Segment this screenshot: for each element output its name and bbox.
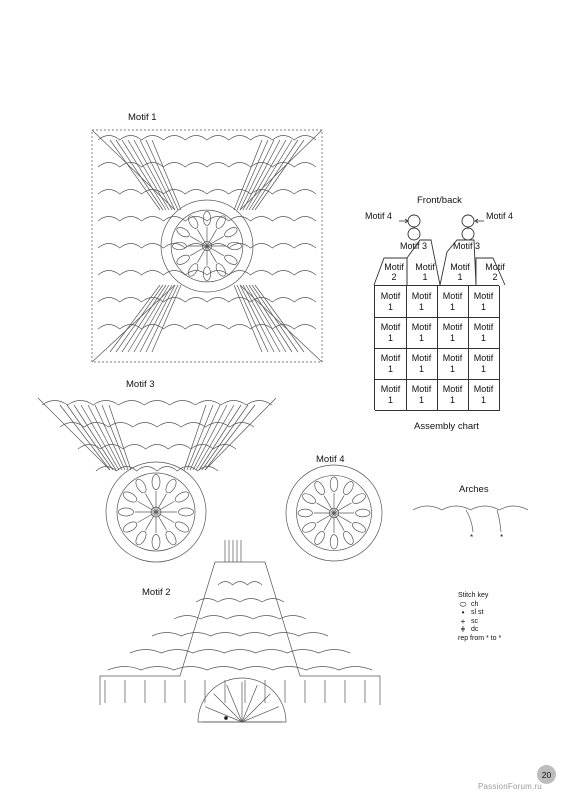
- arches-diagram: [412, 505, 529, 533]
- motif4-diagram: [285, 464, 383, 562]
- assembly-chart-caption: Assembly chart: [414, 421, 479, 432]
- arch-mark-right: *: [500, 533, 504, 542]
- watermark: PassionForum.ru: [478, 782, 542, 791]
- page-number: 20: [537, 765, 556, 784]
- arch-mark-left: *: [470, 533, 474, 542]
- arches-title: Arches: [459, 484, 489, 495]
- motif2-title: Motif 2: [142, 587, 171, 598]
- motif1-title: Motif 1: [128, 112, 157, 123]
- sc-icon: +: [460, 616, 466, 626]
- assembly-motif3-left: Motif 3: [400, 241, 428, 251]
- motif4-title: Motif 4: [316, 454, 345, 465]
- stitch-key-repeat: rep from * to *: [458, 634, 502, 642]
- motif2-diagram: [99, 540, 381, 723]
- assembly-motif3-right: Motif 3: [453, 241, 481, 251]
- assembly-motif4-right: Motif 4: [486, 211, 514, 221]
- sl-st-icon: •: [461, 608, 465, 618]
- dc-icon: ǂ: [460, 625, 466, 635]
- stitch-key-item: +sc: [458, 616, 501, 627]
- front-back-title: Front/back: [417, 195, 462, 206]
- ch-icon: ⬭: [459, 599, 467, 609]
- motif1-diagram: [91, 129, 323, 363]
- motif3-diagram: [37, 397, 277, 563]
- stitch-key-title: Stitch key: [458, 592, 489, 599]
- motif3-title: Motif 3: [126, 379, 155, 390]
- assembly-top-shapes: [373, 214, 506, 286]
- assembly-motif4-left: Motif 4: [365, 211, 393, 221]
- stitch-key-item: •sl st: [458, 609, 501, 618]
- stitch-key-item: ⬭ch: [459, 599, 479, 609]
